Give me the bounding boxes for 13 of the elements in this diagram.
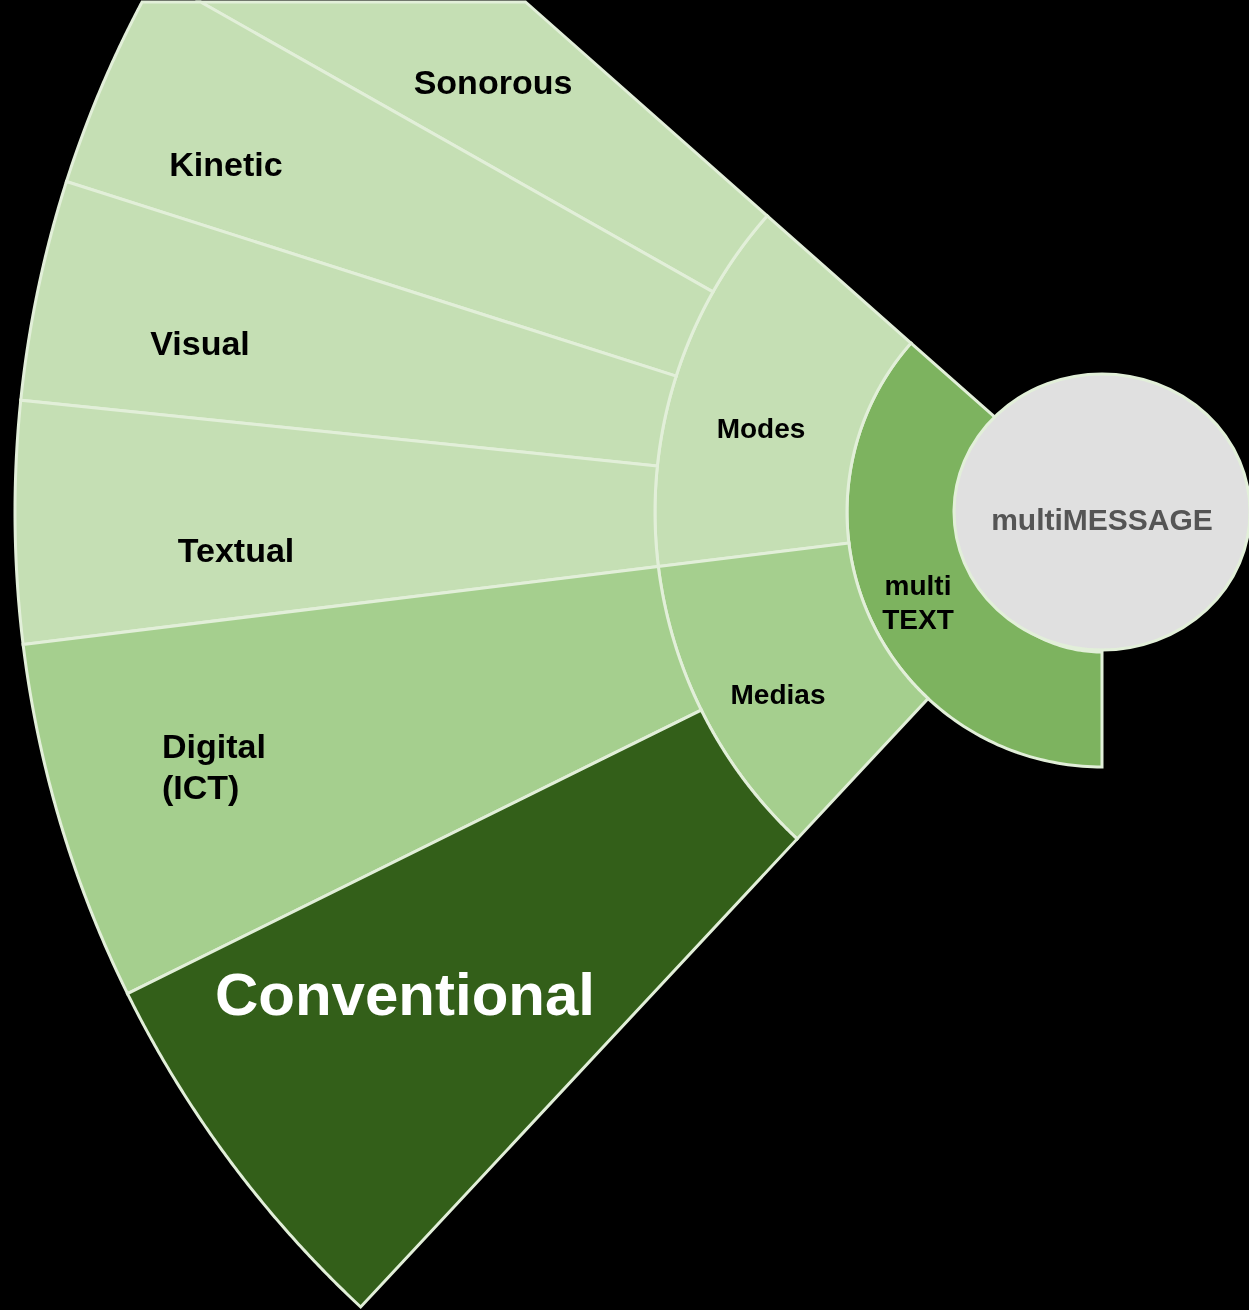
- fan-segment: [125, 708, 800, 1310]
- segment-label: Textual: [177, 529, 295, 571]
- fan-segment: [19, 179, 679, 468]
- segment-label: Visual: [150, 322, 250, 364]
- segment-label: Modes: [716, 412, 806, 446]
- segment-label: multi TEXT: [881, 569, 955, 637]
- segment-label: Sonorous: [413, 61, 573, 103]
- segment-label: Digital (ICT): [162, 726, 267, 808]
- segment-label: Kinetic: [169, 143, 283, 185]
- fan-segment: [64, 0, 715, 378]
- segment-label: multiMESSAGE: [991, 502, 1213, 538]
- segment-label: Conventional: [215, 960, 595, 1030]
- segment-label: Medias: [730, 678, 826, 712]
